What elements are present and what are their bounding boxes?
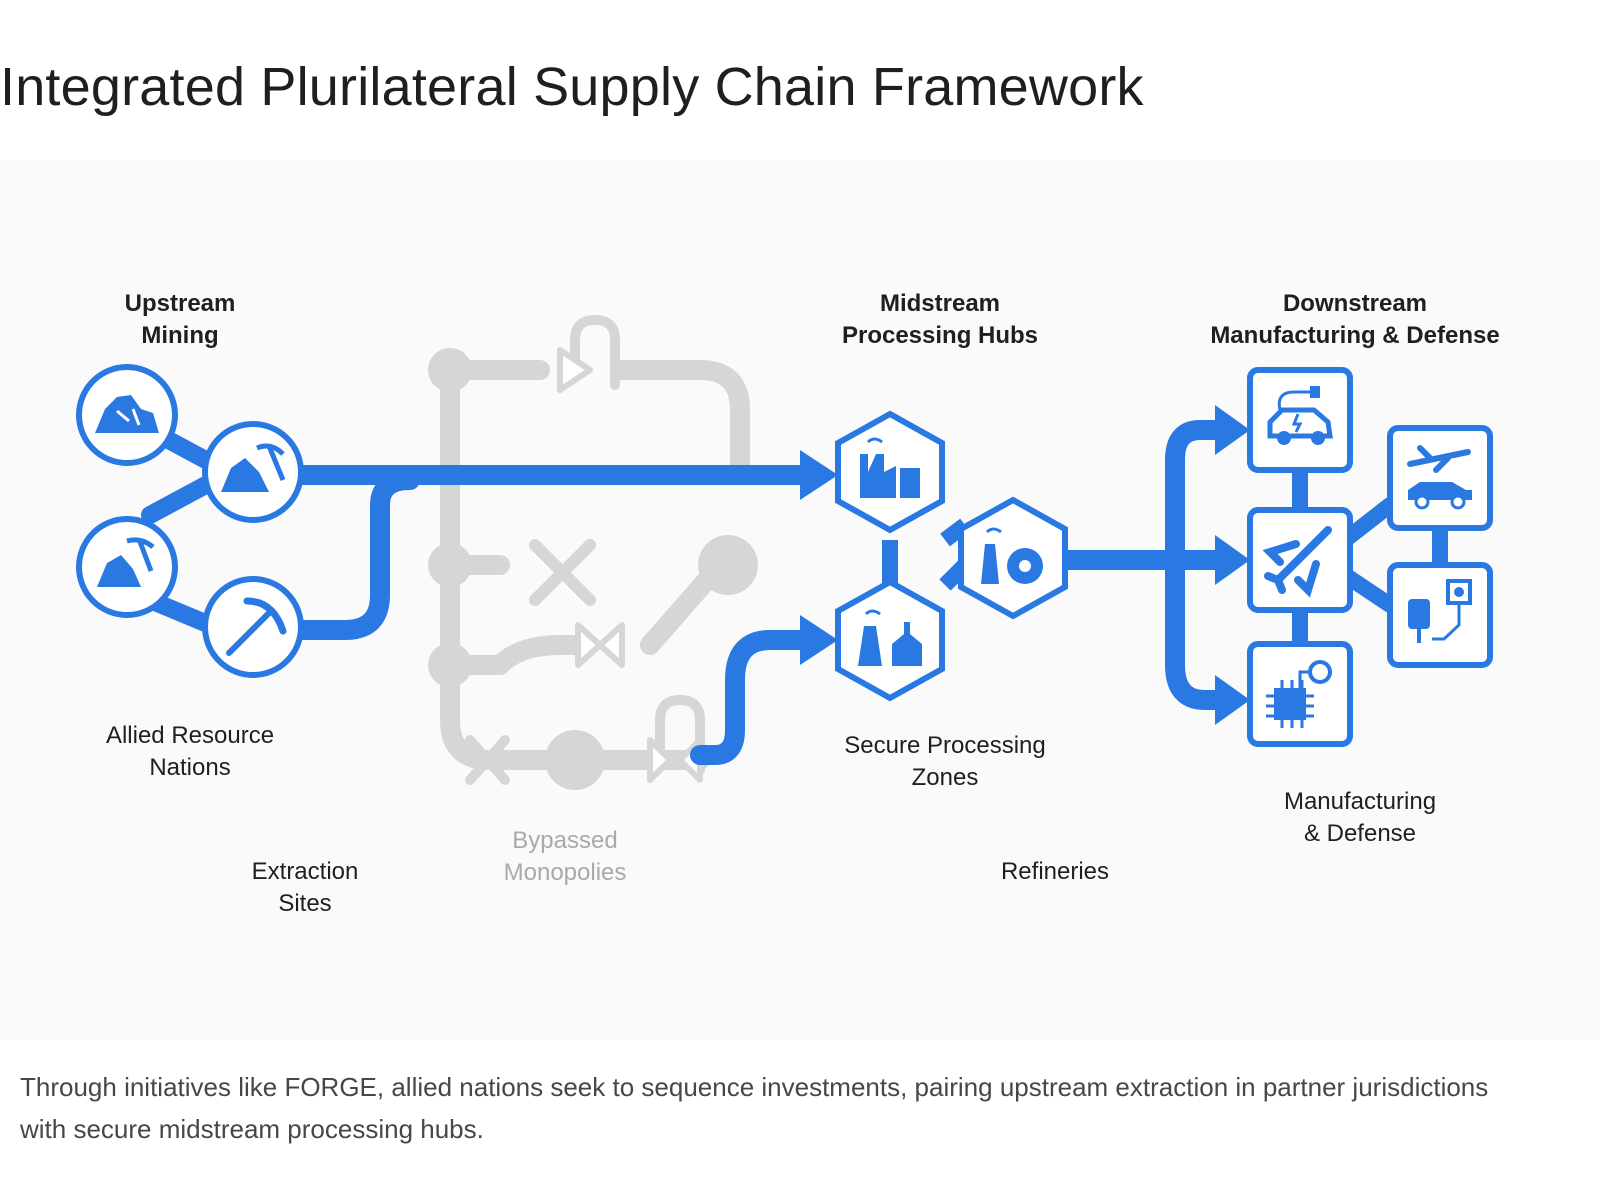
page-title: Integrated Plurilateral Supply Chain Fra… — [0, 57, 1144, 117]
label-allied-resource-nations: Allied Resource Nations — [105, 722, 275, 781]
rock-icon — [76, 364, 178, 466]
label-manufacturing-defense: Manufacturing & Defense — [1283, 788, 1437, 847]
midstream-nodes — [835, 410, 1068, 702]
plane-car-icon — [1387, 425, 1493, 531]
main-flow-lines — [141, 420, 1448, 765]
chemical-plant-icon — [835, 578, 945, 702]
pickaxe-icon — [202, 576, 304, 678]
factory-icon — [835, 410, 945, 534]
stage-heading-downstream: Downstream Manufacturing & Defense — [1210, 290, 1500, 349]
flow-arrowheads — [800, 405, 1250, 725]
microchip-icon — [1247, 641, 1353, 747]
label-secure-processing-zones: Secure Processing Zones — [844, 732, 1046, 791]
stage-heading-upstream: Upstream Mining — [124, 290, 236, 349]
downstream-nodes — [1247, 367, 1493, 747]
label-extraction-sites: Extraction Sites — [251, 858, 359, 917]
pickaxe-rocks-icon — [202, 421, 304, 523]
refinery-icon — [958, 496, 1068, 620]
mining-cart-icon — [76, 516, 178, 618]
bypassed-network — [428, 315, 758, 790]
upstream-nodes — [76, 364, 304, 678]
figure-caption: Through initiatives like FORGE, allied n… — [20, 1072, 1489, 1144]
supply-chain-diagram: Upstream Mining Midstream Processing Hub… — [0, 160, 1600, 1040]
stage-heading-midstream: Midstream Processing Hubs — [841, 290, 1039, 349]
electric-vehicle-icon — [1247, 367, 1353, 473]
airplane-icon — [1247, 507, 1353, 613]
diagram-canvas — [76, 315, 1493, 790]
electronics-chip-icon — [1387, 562, 1493, 668]
label-bypassed-monopolies: Bypassed Monopolies — [503, 827, 627, 886]
label-refineries: Refineries — [1000, 858, 1110, 885]
